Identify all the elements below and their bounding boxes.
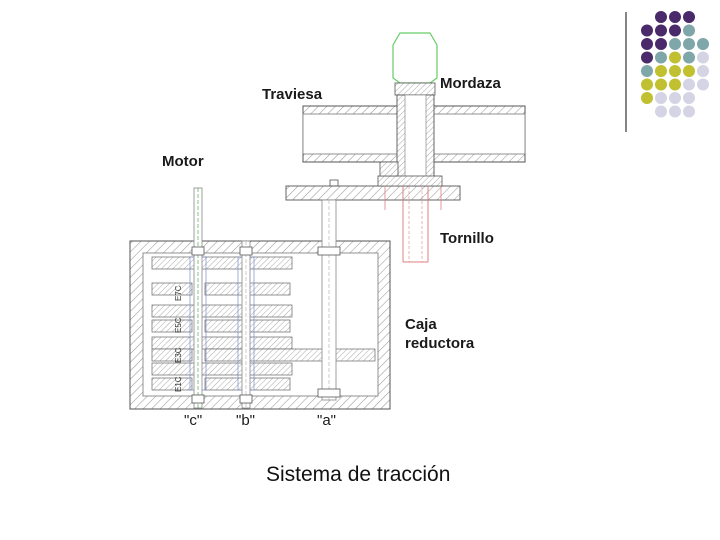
decorative-dot [655, 11, 667, 23]
gear-label-e3c: E3C [174, 347, 183, 363]
label-caja: Caja [405, 316, 437, 333]
decorative-dot [655, 65, 667, 77]
decorative-dot [683, 92, 695, 104]
decorative-dot [697, 51, 709, 64]
top-gear-plate [285, 161, 461, 201]
decorative-dot [641, 51, 653, 64]
decorative-dot [641, 24, 653, 37]
decorative-dot [655, 24, 667, 37]
decorative-dot [655, 78, 667, 91]
jaw-mordaza [392, 32, 438, 96]
decorative-dot [669, 51, 681, 64]
decorative-dot [683, 51, 695, 64]
decorative-dot [697, 38, 709, 50]
shaft-label-b: "b" [236, 412, 255, 429]
decorative-dot [655, 38, 667, 50]
decorative-dot [669, 38, 681, 50]
caption: Sistema de tracción [266, 463, 450, 486]
decorative-dot-grid [641, 11, 709, 118]
decorative-dot [669, 92, 681, 104]
decorative-dot [697, 65, 709, 77]
decorative-dot [641, 92, 653, 104]
shaft-a [317, 199, 341, 401]
label-tornillo: Tornillo [440, 230, 494, 247]
decorative-dot [669, 11, 681, 23]
decorative-dot [655, 92, 667, 104]
gear-label-e7c: E7C [174, 285, 183, 301]
decorative-dot [669, 24, 681, 37]
shaft-b [239, 240, 253, 409]
decorative-dot [683, 24, 695, 37]
decorative-dot [655, 51, 667, 64]
decorative-dot [683, 105, 695, 118]
decorative-dot [683, 38, 695, 50]
screw-tornillo [384, 186, 442, 263]
shaft-c [191, 187, 205, 409]
decorative-dot [669, 65, 681, 77]
gear-label-e1c: E1C [174, 376, 183, 392]
decorative-dot [641, 65, 653, 77]
decorative-dot [641, 78, 653, 91]
decorative-dot [669, 78, 681, 91]
decorative-dot [669, 105, 681, 118]
label-mordaza: Mordaza [440, 75, 502, 92]
label-traviesa: Traviesa [262, 86, 323, 103]
gear-stack [151, 256, 376, 391]
decorative-dot [655, 105, 667, 118]
decorative-dot [683, 78, 695, 91]
label-motor: Motor [162, 153, 204, 170]
decorative-dot [697, 78, 709, 91]
decorative-dot [683, 11, 695, 23]
shaft-label-a: "a" [317, 412, 336, 429]
label-reductora: reductora [405, 335, 475, 352]
gear-label-e5c: E5C [174, 317, 183, 333]
shaft-label-c: "c" [184, 412, 202, 429]
decorative-dot [683, 65, 695, 77]
decorative-dot [641, 38, 653, 50]
